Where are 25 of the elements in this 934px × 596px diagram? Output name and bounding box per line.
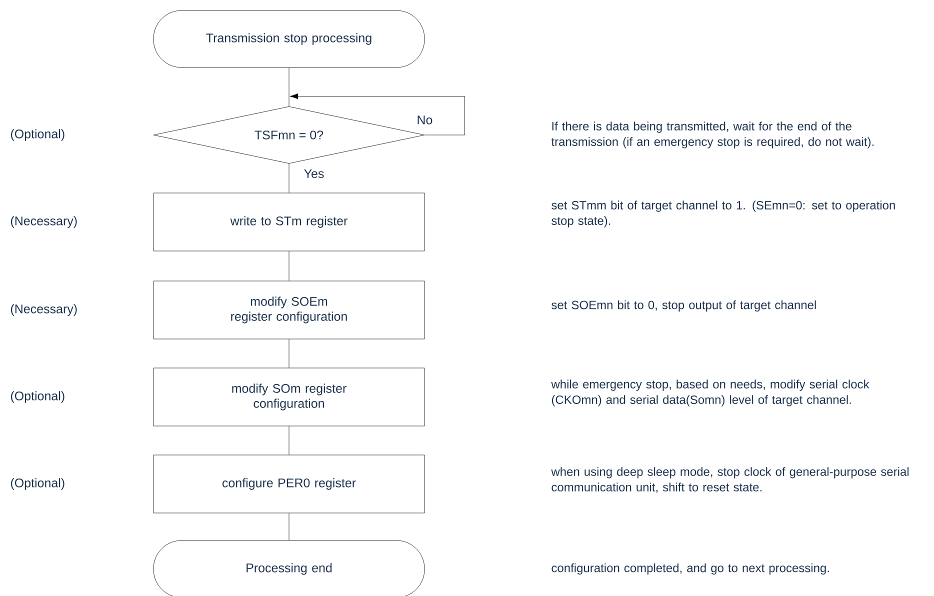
step-note: (Necessary) [10,216,77,228]
description-text: set SOEmn bit to 0, stop output of target channel [552,300,816,312]
connector-line [288,251,290,281]
process-box: modify SOm register configuration [153,368,425,426]
description-text: configuration completed, and go to next processing. [552,563,829,575]
connector-line [288,68,290,106]
process-box: modify SOEm register configuration [153,280,425,340]
process-box: write to STm register [153,192,425,252]
step-note: (Optional) [10,478,64,490]
loop-arrow [290,93,465,136]
terminal-box: Processing end [153,540,425,596]
process-box: configure PER0 register [153,454,425,514]
step-note: (Necessary) [10,304,77,316]
step-note: (Optional) [10,391,64,403]
connector-line [288,513,290,540]
edge-label: Yes [302,168,326,180]
description-text: when using deep sleep mode, stop clock of general-purpose serial communication unit, shift to reset state. [551,467,909,493]
description-text: If there is data being transmitted, wait for the end of the transmission (if an emergency stop is required, do not wait). [551,122,874,148]
connector-line [288,426,290,455]
description-text: while emergency stop, based on needs, modify serial clock (CKOmn) and serial data(Somn) level of target channel. [551,380,870,406]
connector-line [288,339,290,368]
connector-line [288,164,290,193]
step-note: (Optional) [10,129,64,141]
terminal-box: Transmission stop processing [153,10,425,68]
description-text: set STmm bit of target channel to 1. (SEmn=0: set to operation stop state). [552,200,895,228]
